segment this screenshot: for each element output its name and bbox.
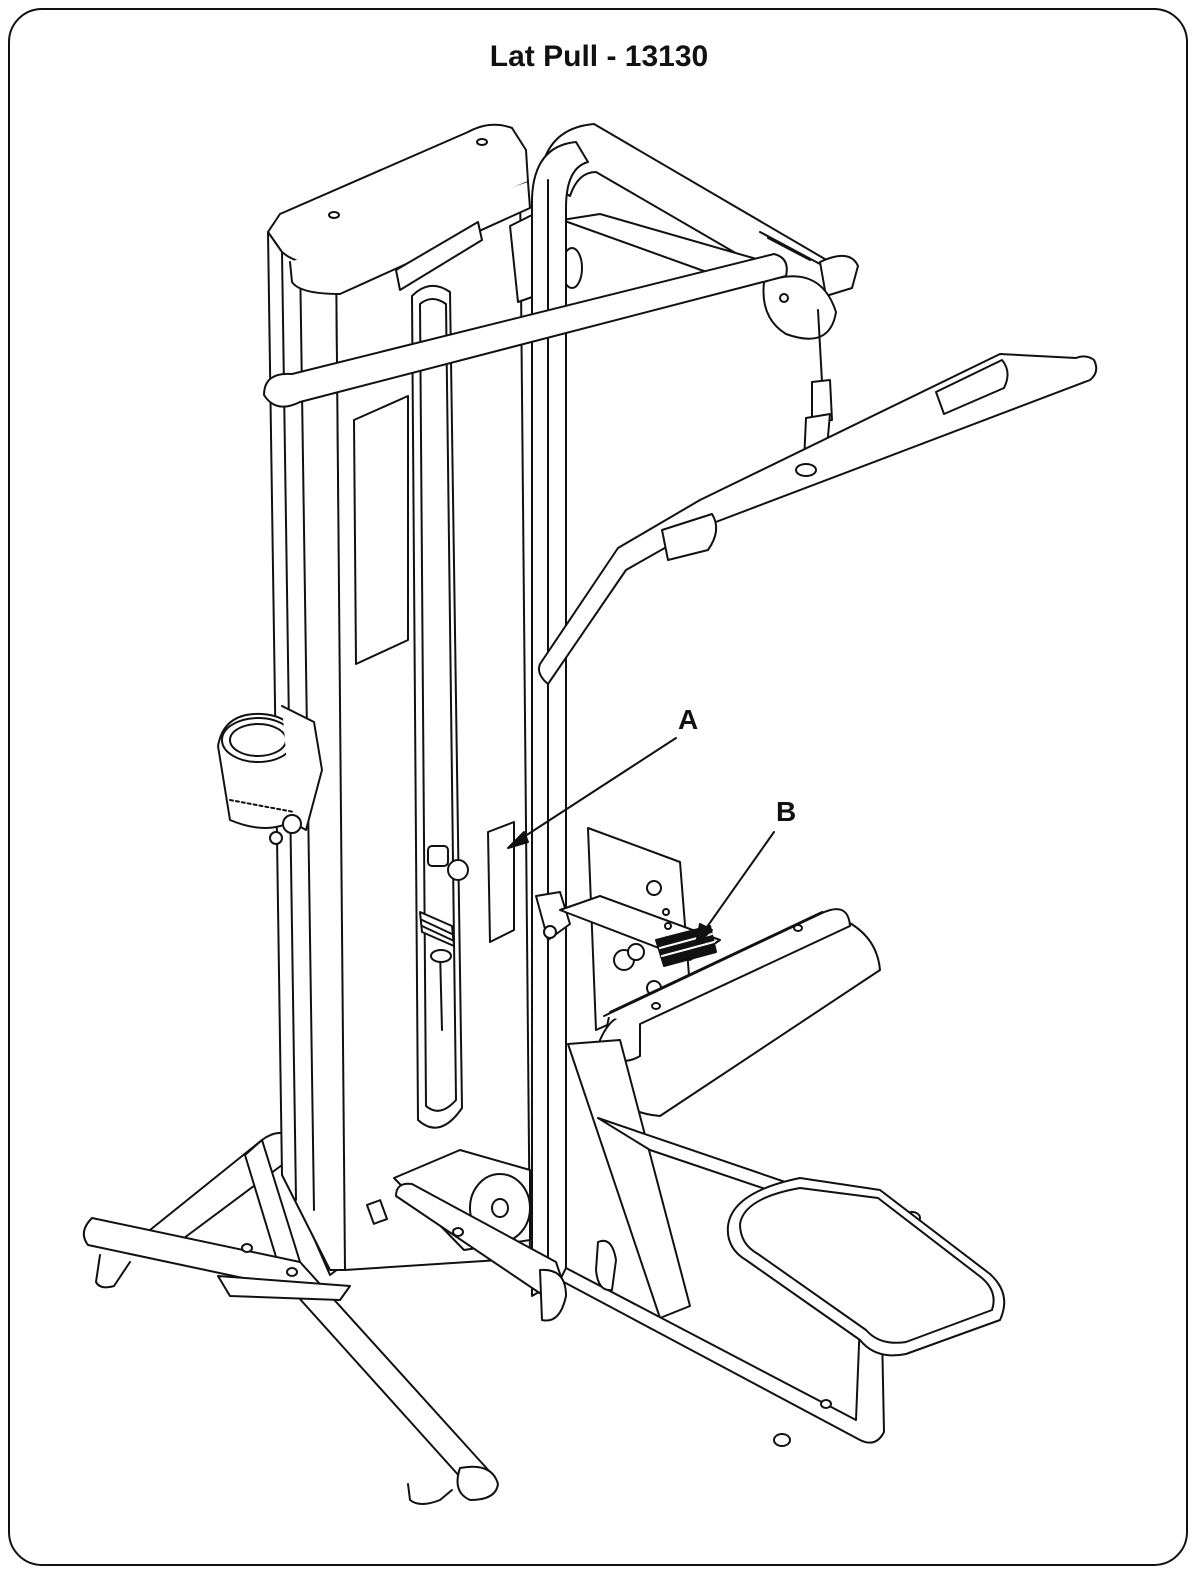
lower-pulley [394,1150,616,1321]
callout-b-arrowhead [696,924,712,944]
lat-bar-assembly [539,310,1096,684]
callout-a-arrowhead [508,832,528,848]
diagram-title: Lat Pull - 13130 [489,40,709,73]
overhead-grab-bar [264,254,787,407]
front-upright [532,142,588,1296]
callout-b-label: B [776,796,797,827]
stack-window [412,286,468,1128]
callout-leaders [508,738,774,944]
cup-holder [218,706,322,844]
weight-stack-tower [268,125,530,1270]
foot-platform [728,1178,1004,1355]
callout-a-label: A [678,704,699,735]
page-frame [8,8,1188,1566]
